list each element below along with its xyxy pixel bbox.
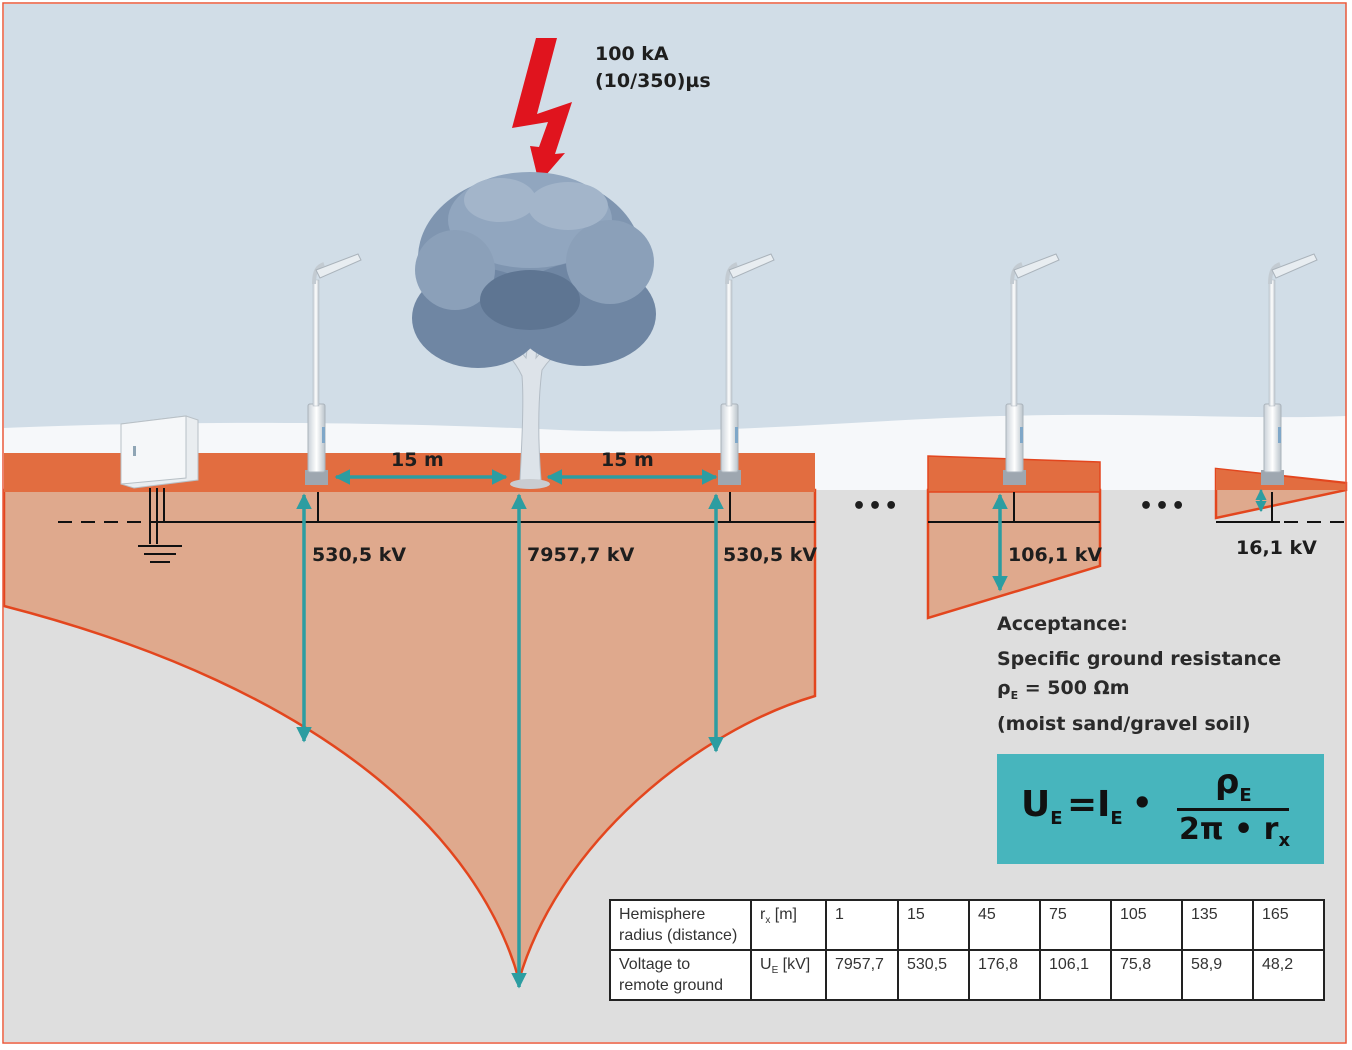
street-lamp-icon [1261,253,1318,485]
formula-numerator: ρE [1215,762,1252,806]
formula-lhs: UE [1021,784,1063,830]
table-cell: 58,9 [1181,949,1254,1001]
strike-current: 100 kA [595,43,669,65]
strike-current-label: 100 kA (10/350)µs [595,41,711,95]
street-lamp-icon [718,253,775,485]
acceptance-heading: Acceptance: [997,613,1128,635]
voltage-label-pole2: 530,5 kV [723,544,818,566]
table-unit-cell: UE [kV] [750,949,827,1001]
table-cell: 7957,7 [825,949,899,1001]
ellipsis-dots: ••• [852,494,901,519]
distance-label-right: 15 m [601,449,654,471]
table-cell: 135 [1181,899,1254,951]
table-cell: 45 [968,899,1041,951]
acceptance-info: Acceptance: Specific ground resistance ρ… [997,610,1281,739]
tree-icon [412,172,656,489]
table-cell: 176,8 [968,949,1041,1001]
acceptance-line3: (moist sand/gravel soil) [997,712,1251,735]
voltage-label-tree: 7957,7 kV [527,544,635,566]
acceptance-line2: ρE = 500 Ωm [997,677,1130,702]
formula-equals: = [1067,784,1098,825]
formula-current: IE [1097,784,1123,830]
formula-dot: • [1132,784,1153,822]
formula-fraction-bar [1177,808,1289,811]
sky [4,4,1346,436]
electrical-cabinet-icon [120,415,199,489]
table-cell: 75 [1039,899,1112,951]
ellipsis-dots: ••• [1139,494,1188,519]
formula-denominator: 2π • rx [1179,812,1291,851]
table-cell: 1 [825,899,899,951]
formula-box: UE = IE • ρE 2π • rx [997,754,1324,864]
table-cell: 530,5 [897,949,970,1001]
table-cell: 15 [897,899,970,951]
table-cell: 48,2 [1252,949,1325,1001]
table-cell: 105 [1110,899,1183,951]
street-lamp-icon [1003,253,1060,485]
distance-label-left: 15 m [391,449,444,471]
table-unit-cell: rx [m] [750,899,827,951]
table-cell: 165 [1252,899,1325,951]
acceptance-line1: Specific ground resistance [997,648,1282,670]
voltage-label-pole4: 16,1 kV [1236,537,1317,559]
table-cell: 106,1 [1039,949,1112,1001]
table-cell: 75,8 [1110,949,1183,1001]
strike-waveform: (10/350)µs [595,70,711,92]
street-lamp-icon [305,253,362,485]
voltage-label-pole3: 106,1 kV [1008,544,1103,566]
voltage-label-pole1: 530,5 kV [312,544,407,566]
lightning-bolt-icon [512,38,572,183]
ground-symbol-icon [138,488,182,563]
